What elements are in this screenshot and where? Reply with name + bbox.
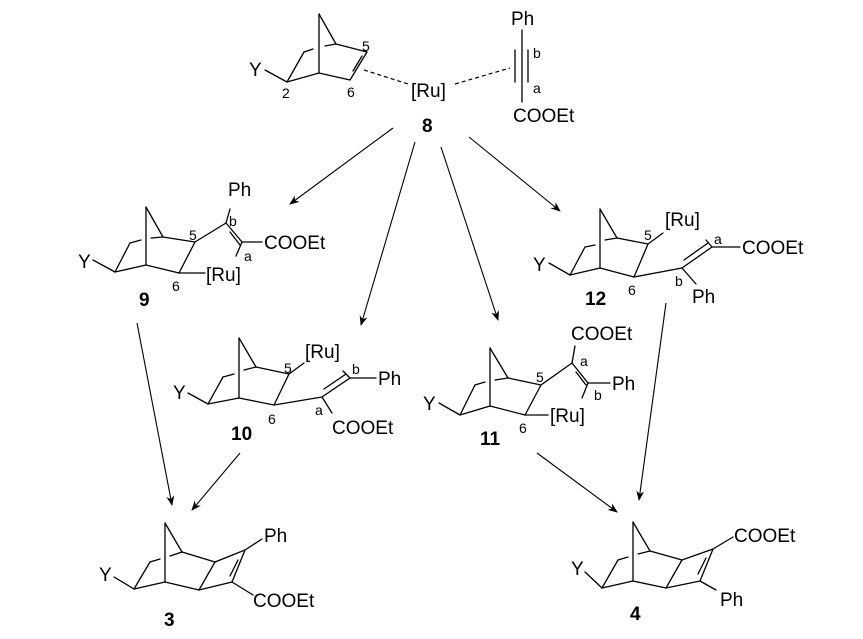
compound-label-10: 10 xyxy=(231,424,252,445)
ester-label: COOEt xyxy=(734,526,796,547)
position-6-label: 6 xyxy=(628,282,636,298)
position-2-label: 2 xyxy=(282,85,290,101)
position-5-label: 5 xyxy=(362,38,370,54)
compound-label-12: 12 xyxy=(585,289,606,310)
position-5-label: 5 xyxy=(284,360,292,376)
carbon-b-label: b xyxy=(352,361,360,377)
carbon-b-label: b xyxy=(533,45,541,61)
phenyl-label: Ph xyxy=(612,374,635,395)
ester-label: COOEt xyxy=(513,106,575,127)
arrow-12-to-4 xyxy=(636,302,667,501)
compound-label-11: 11 xyxy=(480,429,501,450)
carbon-b-label: b xyxy=(594,387,602,403)
position-6-label: 6 xyxy=(172,278,180,294)
ruthenium-label: [Ru] xyxy=(305,342,340,363)
compound-11: Y 5 6 a b COOEt Ph [Ru] 11 xyxy=(423,324,635,450)
carbon-b-label: b xyxy=(675,273,683,289)
ester-label: COOEt xyxy=(571,324,633,345)
reaction-arrows xyxy=(136,127,667,513)
substituent-y: Y xyxy=(533,255,546,276)
ruthenium-label: [Ru] xyxy=(206,265,241,286)
phenyl-label: Ph xyxy=(264,526,287,547)
carbon-a-label: a xyxy=(580,353,588,369)
phenyl-label: Ph xyxy=(692,287,715,308)
substituent-y: Y xyxy=(249,60,262,81)
compound-9: Y 5 6 b a Ph COOEt [Ru] 9 xyxy=(78,180,326,311)
compound-10: Y 5 6 [Ru] b a Ph COOEt 10 xyxy=(173,337,401,445)
arrow-10-to-3 xyxy=(191,452,241,511)
compound-12: Y 5 6 [Ru] a b COOEt Ph 12 xyxy=(533,208,804,310)
alkyne xyxy=(514,29,529,103)
norbornene-skeleton xyxy=(264,13,368,83)
arrow-8-to-10 xyxy=(359,141,416,326)
substituent-y: Y xyxy=(571,559,584,580)
position-6-label: 6 xyxy=(519,420,527,436)
carbon-a-label: a xyxy=(315,402,323,418)
compound-label-3: 3 xyxy=(164,610,175,631)
compound-4: Y COOEt Ph 4 xyxy=(571,521,796,625)
arrow-9-to-3 xyxy=(136,322,175,506)
carbon-a-label: a xyxy=(244,248,252,264)
arrow-8-to-11 xyxy=(440,146,499,321)
substituent-y: Y xyxy=(173,383,186,404)
ruthenium-label: [Ru] xyxy=(665,210,700,231)
carbon-a-label: a xyxy=(533,80,541,96)
substituent-y: Y xyxy=(423,394,436,415)
arrow-8-to-9 xyxy=(289,127,394,205)
phenyl-label: Ph xyxy=(228,180,251,201)
compound-label-4: 4 xyxy=(630,604,641,625)
position-5-label: 5 xyxy=(644,227,652,243)
compound-label-9: 9 xyxy=(139,290,150,311)
carbon-a-label: a xyxy=(714,231,722,247)
ester-label: COOEt xyxy=(742,238,804,259)
ruthenium-label: [Ru] xyxy=(550,406,585,427)
carbon-b-label: b xyxy=(229,213,237,229)
position-6-label: 6 xyxy=(268,411,276,427)
substituent-y: Y xyxy=(78,252,91,273)
phenyl-label: Ph xyxy=(720,590,743,611)
ester-label: COOEt xyxy=(332,418,394,439)
compound-3: Y Ph COOEt 3 xyxy=(99,522,315,631)
phenyl-label: Ph xyxy=(378,369,401,390)
ester-label: COOEt xyxy=(253,591,315,612)
ruthenium-label: [Ru] xyxy=(411,81,446,102)
compound-label-8: 8 xyxy=(422,116,433,137)
position-5-label: 5 xyxy=(536,369,544,385)
compound-8: Y 2 5 6 [Ru] Ph b a COOEt 8 xyxy=(249,9,575,137)
position-6-label: 6 xyxy=(347,84,355,100)
position-5-label: 5 xyxy=(189,227,197,243)
phenyl-label: Ph xyxy=(511,9,534,30)
ester-label: COOEt xyxy=(264,233,326,254)
substituent-y: Y xyxy=(99,565,112,586)
arrow-8-to-12 xyxy=(468,136,561,212)
arrow-11-to-4 xyxy=(536,452,618,513)
